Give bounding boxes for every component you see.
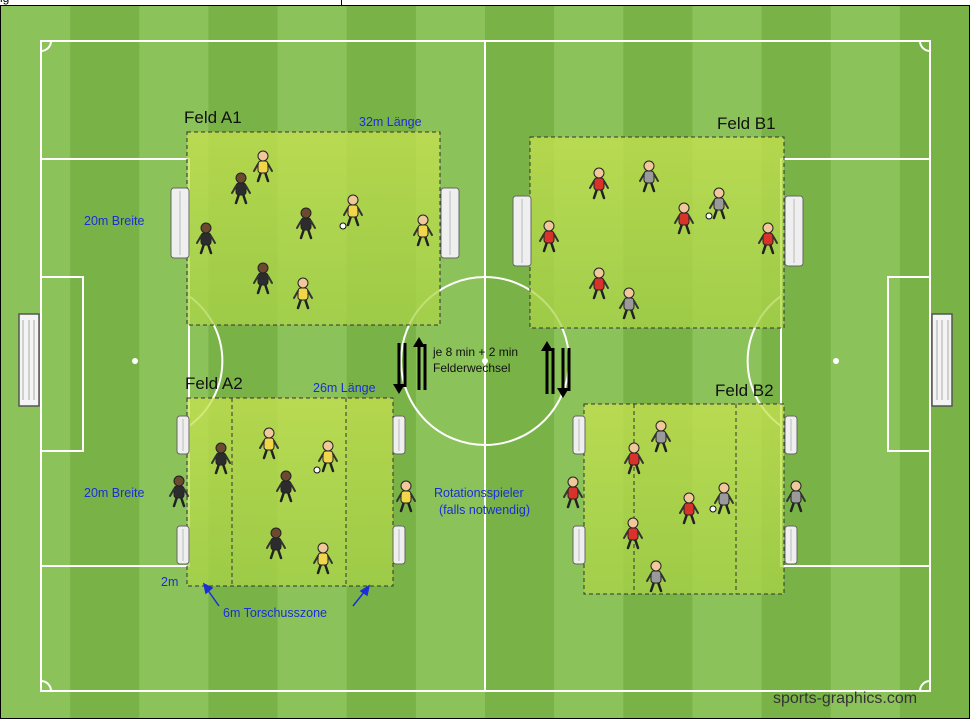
pitch-frame: Feld A1 32m Länge 20m Breite Feld B1 Fel… (0, 5, 970, 719)
mini-goal (785, 526, 797, 564)
feld-a2-length-label: 26m Länge (313, 381, 376, 395)
watermark: sports-graphics.com (773, 690, 917, 707)
mini-goal (177, 416, 189, 454)
rotation-player-note: (falls notwendig) (439, 503, 530, 517)
left-penalty-spot (132, 358, 138, 364)
mini-goal (177, 526, 189, 564)
grass-stripe (70, 6, 140, 718)
feld-a2-title: Feld A2 (185, 374, 243, 393)
ball (314, 467, 320, 473)
feld-b1-title: Feld B1 (717, 114, 776, 133)
field-zone-a1 (187, 132, 440, 325)
ball (706, 213, 712, 219)
feld-a2-gap-label: 2m (161, 575, 178, 589)
grass-stripe (831, 6, 901, 718)
grass-stripe (692, 6, 762, 718)
feld-b2-title: Feld B2 (715, 381, 774, 400)
rotation-player-label: Rotationsspieler (434, 486, 524, 500)
rotation-switch-label: Felderwechsel (433, 361, 510, 375)
mini-goal (573, 526, 585, 564)
ball (340, 223, 346, 229)
mini-goal (171, 188, 189, 258)
mini-goal (785, 196, 803, 266)
feld-a1-length-label: 32m Länge (359, 115, 422, 129)
grass-stripe (623, 6, 693, 718)
ball (710, 506, 716, 512)
mini-goal (393, 416, 405, 454)
grass-stripe (762, 6, 832, 718)
mini-goal (513, 196, 531, 266)
feld-a1-width-label: 20m Breite (84, 214, 144, 228)
mini-goal (785, 416, 797, 454)
mini-goal (573, 416, 585, 454)
feld-a2-width-label: 20m Breite (84, 486, 144, 500)
feld-a1-title: Feld A1 (184, 108, 242, 127)
big-goal-right (932, 314, 952, 406)
pitch-svg: Feld A1 32m Länge 20m Breite Feld B1 Fel… (1, 6, 969, 718)
feld-a2-zone-label: 6m Torschusszone (223, 606, 327, 620)
grass-stripe (554, 6, 624, 718)
field-zone-b1 (530, 137, 784, 328)
mini-goal (393, 526, 405, 564)
big-goal-left (19, 314, 39, 406)
right-penalty-spot (833, 358, 839, 364)
mini-goal (441, 188, 459, 258)
rotation-time-label: je 8 min + 2 min (432, 345, 518, 359)
